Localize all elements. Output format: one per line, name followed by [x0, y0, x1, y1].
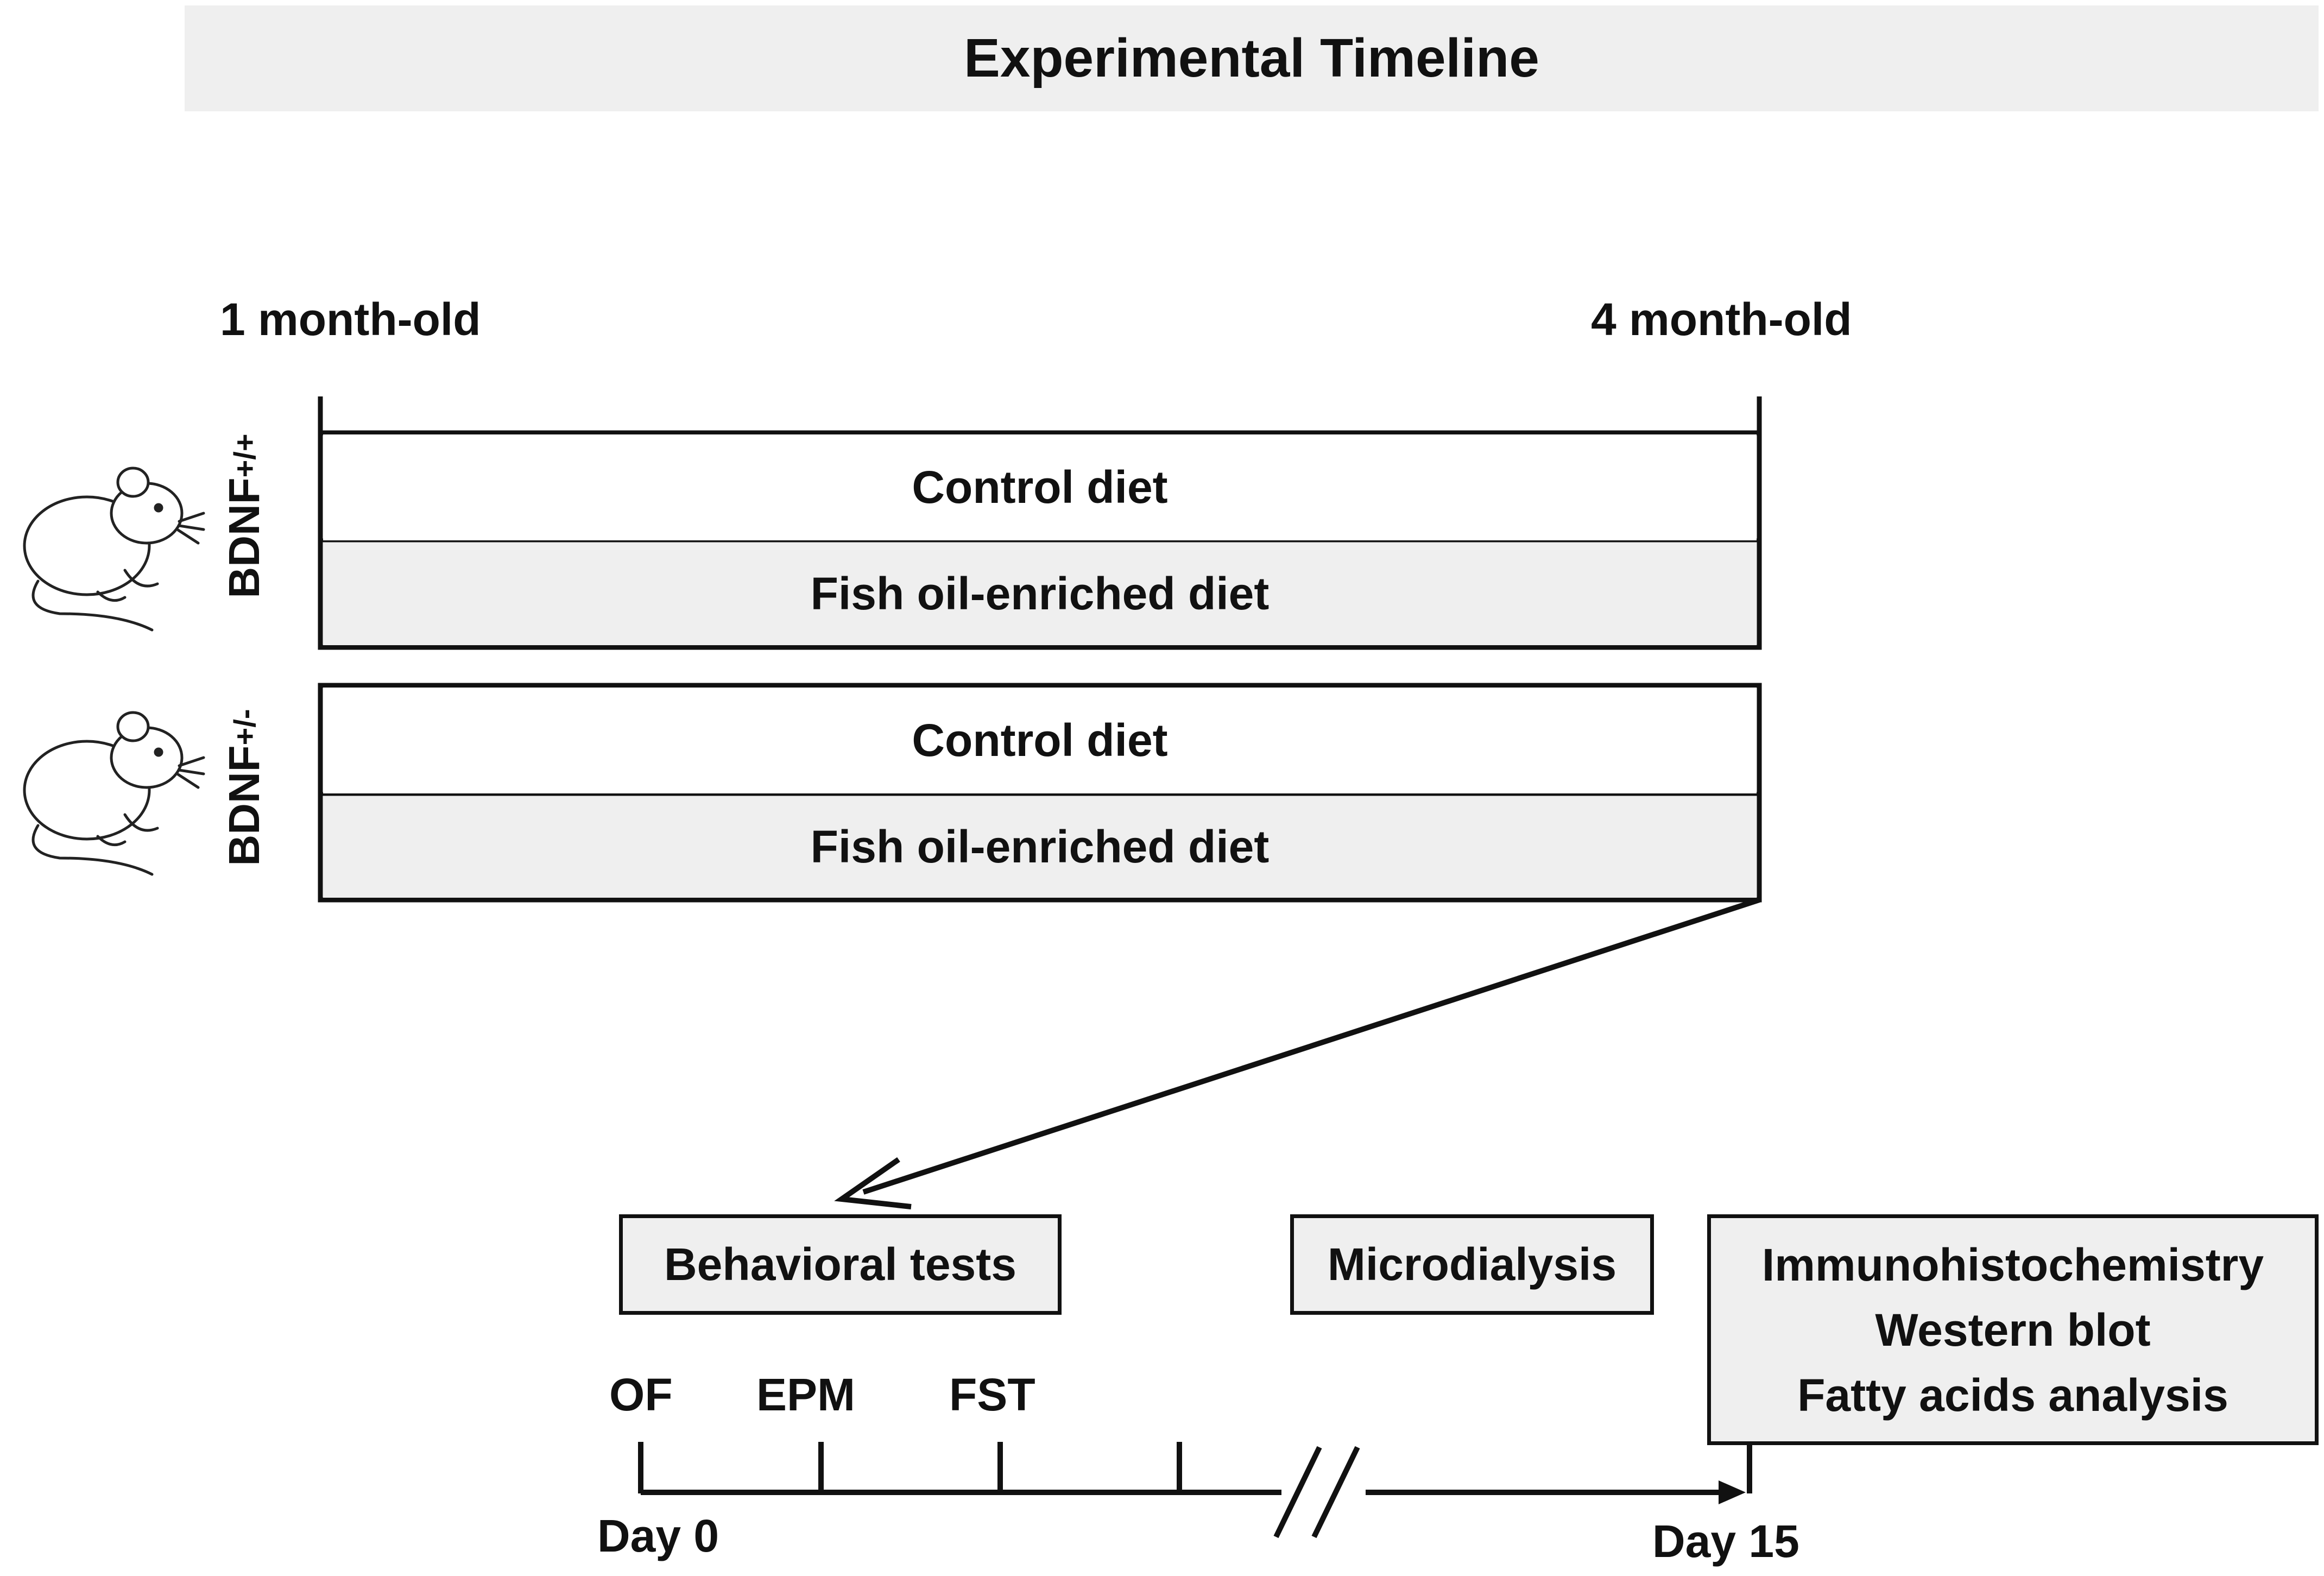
- behavioral-tests-label: Behavioral tests: [664, 1239, 1016, 1290]
- group1-diet-control-label: Control diet: [912, 462, 1168, 513]
- microdialysis-box: Microdialysis: [1290, 1214, 1654, 1315]
- genotype-label-wildtype: BDNF+/+: [217, 433, 271, 598]
- genotype-wildtype-base: BDNF: [220, 477, 268, 598]
- group1-diet-fishoil-label: Fish oil-enriched diet: [810, 568, 1270, 619]
- title-bar: Experimental Timeline: [185, 5, 2319, 111]
- age-label-end: 4 month-old: [1591, 294, 1852, 345]
- group1-diet-control: Control diet: [323, 434, 1757, 540]
- final-analysis-box: Immunohistochemistry Western blot Fatty …: [1707, 1214, 2319, 1445]
- day-label-start: Day 0: [597, 1510, 719, 1561]
- microdialysis-label: Microdialysis: [1327, 1239, 1617, 1290]
- genotype-label-heterozygous: BDNF+/-: [217, 706, 271, 869]
- diagram-title: Experimental Timeline: [964, 28, 1539, 89]
- final-analysis-line-1: Immunohistochemistry: [1761, 1239, 2264, 1290]
- timeline-arrowhead: [1719, 1480, 1746, 1504]
- genotype-wildtype-sup: +/+: [227, 433, 262, 478]
- test-label-epm: EPM: [756, 1369, 856, 1420]
- group2-diet-fishoil-label: Fish oil-enriched diet: [810, 821, 1270, 872]
- timeline-break-2: [1311, 1446, 1360, 1539]
- group2-diet-control: Control diet: [323, 688, 1757, 793]
- final-analysis-line-3: Fatty acids analysis: [1797, 1369, 2228, 1421]
- transition-arrow: [862, 897, 1760, 1195]
- transition-arrowhead: [834, 1157, 912, 1209]
- age-label-start: 1 month-old: [220, 294, 481, 345]
- behavioral-tests-box: Behavioral tests: [619, 1214, 1062, 1315]
- genotype-het-base: BDNF: [220, 745, 268, 866]
- group2-diet-fishoil: Fish oil-enriched diet: [323, 796, 1757, 898]
- test-label-fst: FST: [949, 1369, 1035, 1420]
- test-label-of: OF: [609, 1369, 673, 1420]
- group1-diet-fishoil: Fish oil-enriched diet: [323, 543, 1757, 645]
- group2-diet-control-label: Control diet: [912, 715, 1168, 766]
- day-label-end: Day 15: [1652, 1516, 1799, 1567]
- final-analysis-line-2: Western blot: [1875, 1304, 2151, 1356]
- timeline-break-1: [1273, 1446, 1322, 1539]
- genotype-het-sup: +/-: [227, 709, 262, 746]
